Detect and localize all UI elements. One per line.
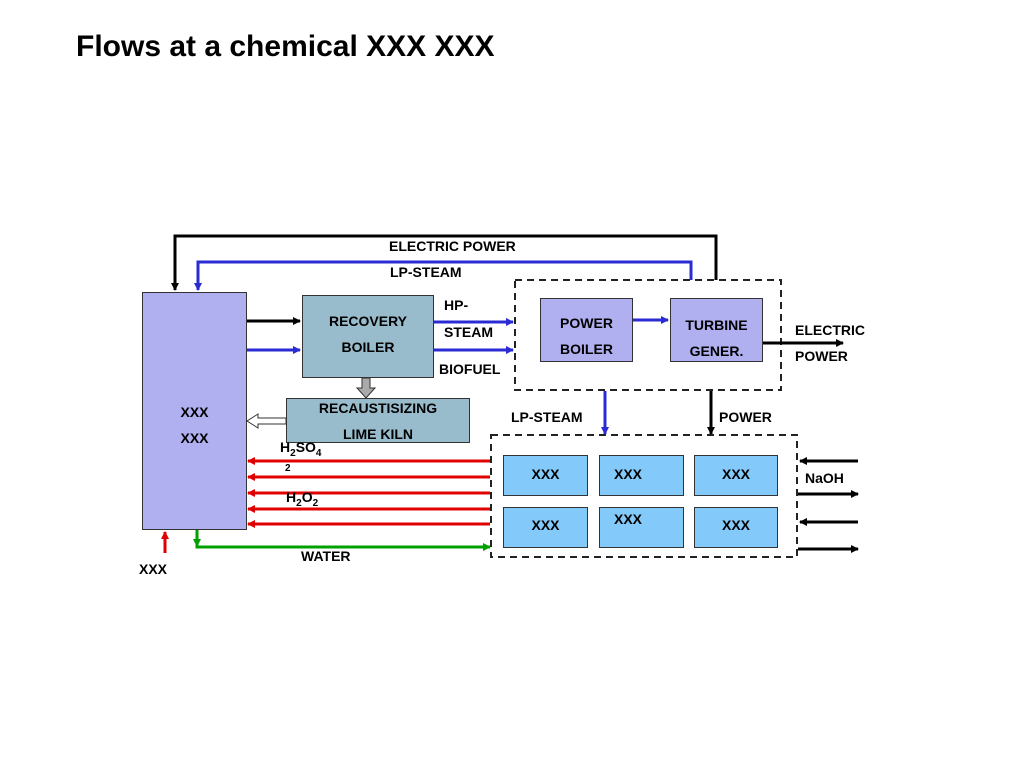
power-mid-label: POWER — [719, 409, 772, 425]
unit-box-3: XXX — [694, 455, 778, 496]
power-boiler-box: POWER BOILER — [540, 298, 633, 362]
power-boiler-label-1: POWER — [560, 315, 613, 331]
lp-steam-mid-label: LP-STEAM — [511, 409, 583, 425]
h2so4-label: H2SO4 — [280, 437, 321, 464]
unit-label-4: XXX — [531, 517, 560, 533]
recaust-label-2: LIME KILN — [343, 426, 413, 442]
unit-box-6: XXX — [694, 507, 778, 548]
unit-label-3: XXX — [721, 466, 750, 482]
unit-label-6: XXX — [721, 517, 750, 533]
lp-steam-loop-arrow — [194, 260, 693, 291]
unit-label-2: XXX — [614, 466, 643, 482]
naoh-label: NaOH — [805, 470, 844, 486]
unit-box-4: XXX — [503, 507, 588, 548]
unit-box-2: XXX — [599, 455, 684, 496]
electric-power-loop-arrow — [171, 234, 718, 291]
electric-power-top-label: ELECTRIC POWER — [389, 238, 516, 254]
unit-label-1: XXX — [531, 466, 560, 482]
xxx-bottom-label: XXX — [139, 561, 168, 577]
unit-box-5: XXX — [599, 507, 684, 548]
lp-steam-top-label: LP-STEAM — [390, 264, 462, 280]
recaust-label-1: RECAUSTISIZING — [318, 400, 438, 416]
energy-group-frame — [514, 279, 782, 391]
process-group-frame — [490, 434, 798, 558]
recovery-label-2: BOILER — [341, 339, 395, 355]
electric-power-right-label-2: POWER — [795, 348, 848, 364]
hp-steam-label-1: HP- — [444, 297, 469, 313]
h2o2-label: H2O2 — [286, 487, 318, 514]
electric-power-right-label-1: ELECTRIC — [795, 322, 865, 338]
mill-label-2: XXX — [180, 430, 209, 446]
power-boiler-label-2: BOILER — [560, 341, 613, 357]
page-title: Flows at a chemical XXX XXX — [76, 30, 495, 63]
unit-box-1: XXX — [503, 455, 588, 496]
recaustisizing-box: RECAUSTISIZING LIME KILN — [286, 398, 470, 443]
biofuel-label: BIOFUEL — [439, 361, 501, 377]
mill-box: XXX XXX — [142, 292, 247, 530]
turbine-box: TURBINE GENER. — [670, 298, 763, 362]
recovery-boiler-box: RECOVERY BOILER — [302, 295, 434, 378]
recovery-label-1: RECOVERY — [328, 313, 408, 329]
mill-label-1: XXX — [180, 404, 209, 420]
recaust-to-mill-arrow — [246, 413, 287, 429]
h2so4-wrap-digit: 2 — [285, 463, 291, 474]
turbine-label-1: TURBINE — [685, 317, 748, 333]
water-label: WATER — [301, 548, 351, 564]
h2o2-formula: H2O2 — [286, 489, 319, 509]
h2so4-formula: H2SO4 — [280, 439, 322, 459]
hp-steam-label-2: STEAM — [444, 324, 493, 340]
recovery-to-recaust-arrow — [355, 377, 377, 399]
turbine-label-2: GENER. — [689, 343, 744, 359]
unit-label-5: XXX — [614, 511, 643, 527]
